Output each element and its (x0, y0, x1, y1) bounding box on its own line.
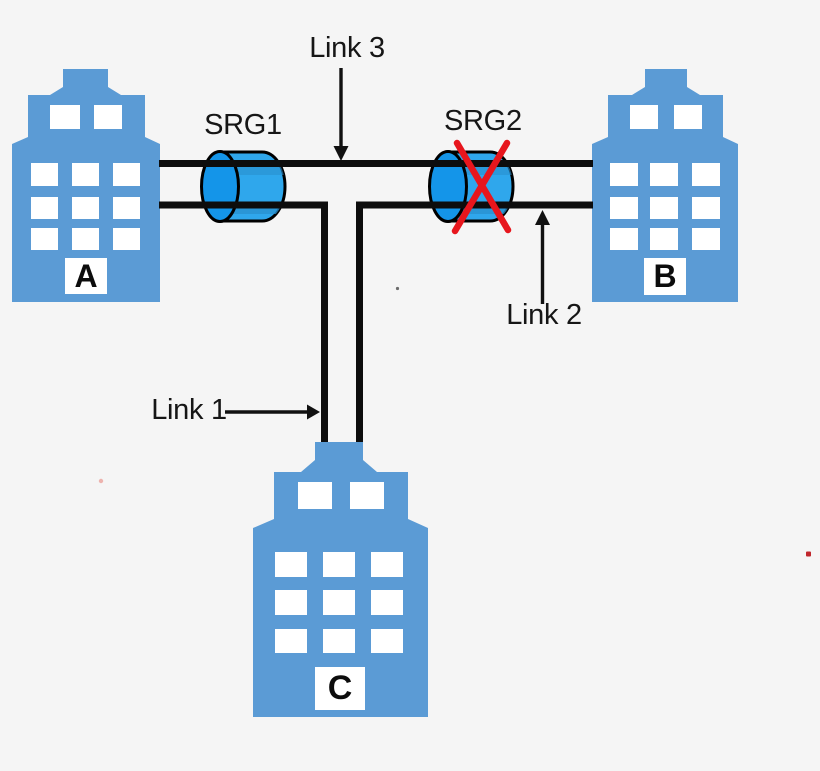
link2-arrow (535, 210, 550, 304)
image-specks (98, 286, 811, 557)
building-a-nameplate: A (65, 258, 107, 294)
link1-label: Link 1 (151, 394, 227, 426)
building-b-nameplate: B (644, 258, 686, 295)
annotation-arrows (225, 68, 550, 420)
link1-arrow (225, 404, 320, 420)
link3-label: Link 3 (309, 32, 385, 64)
link1-line-a-c (159, 201, 328, 442)
building-c-nameplate: C (315, 667, 365, 710)
building-a-windows (31, 105, 140, 250)
srg2-label: SRG2 (444, 105, 522, 137)
link2-line-b-c (356, 201, 593, 442)
building-c-windows (275, 482, 403, 653)
building-c (253, 442, 428, 717)
building-b (592, 69, 738, 302)
srg2-failure-x (451, 139, 512, 235)
link2-label: Link 2 (506, 299, 582, 331)
building-b-windows (610, 105, 720, 250)
building-a (12, 69, 160, 302)
link-lines (159, 160, 593, 442)
srg1-label: SRG1 (204, 109, 282, 141)
link3-arrow (333, 68, 349, 161)
